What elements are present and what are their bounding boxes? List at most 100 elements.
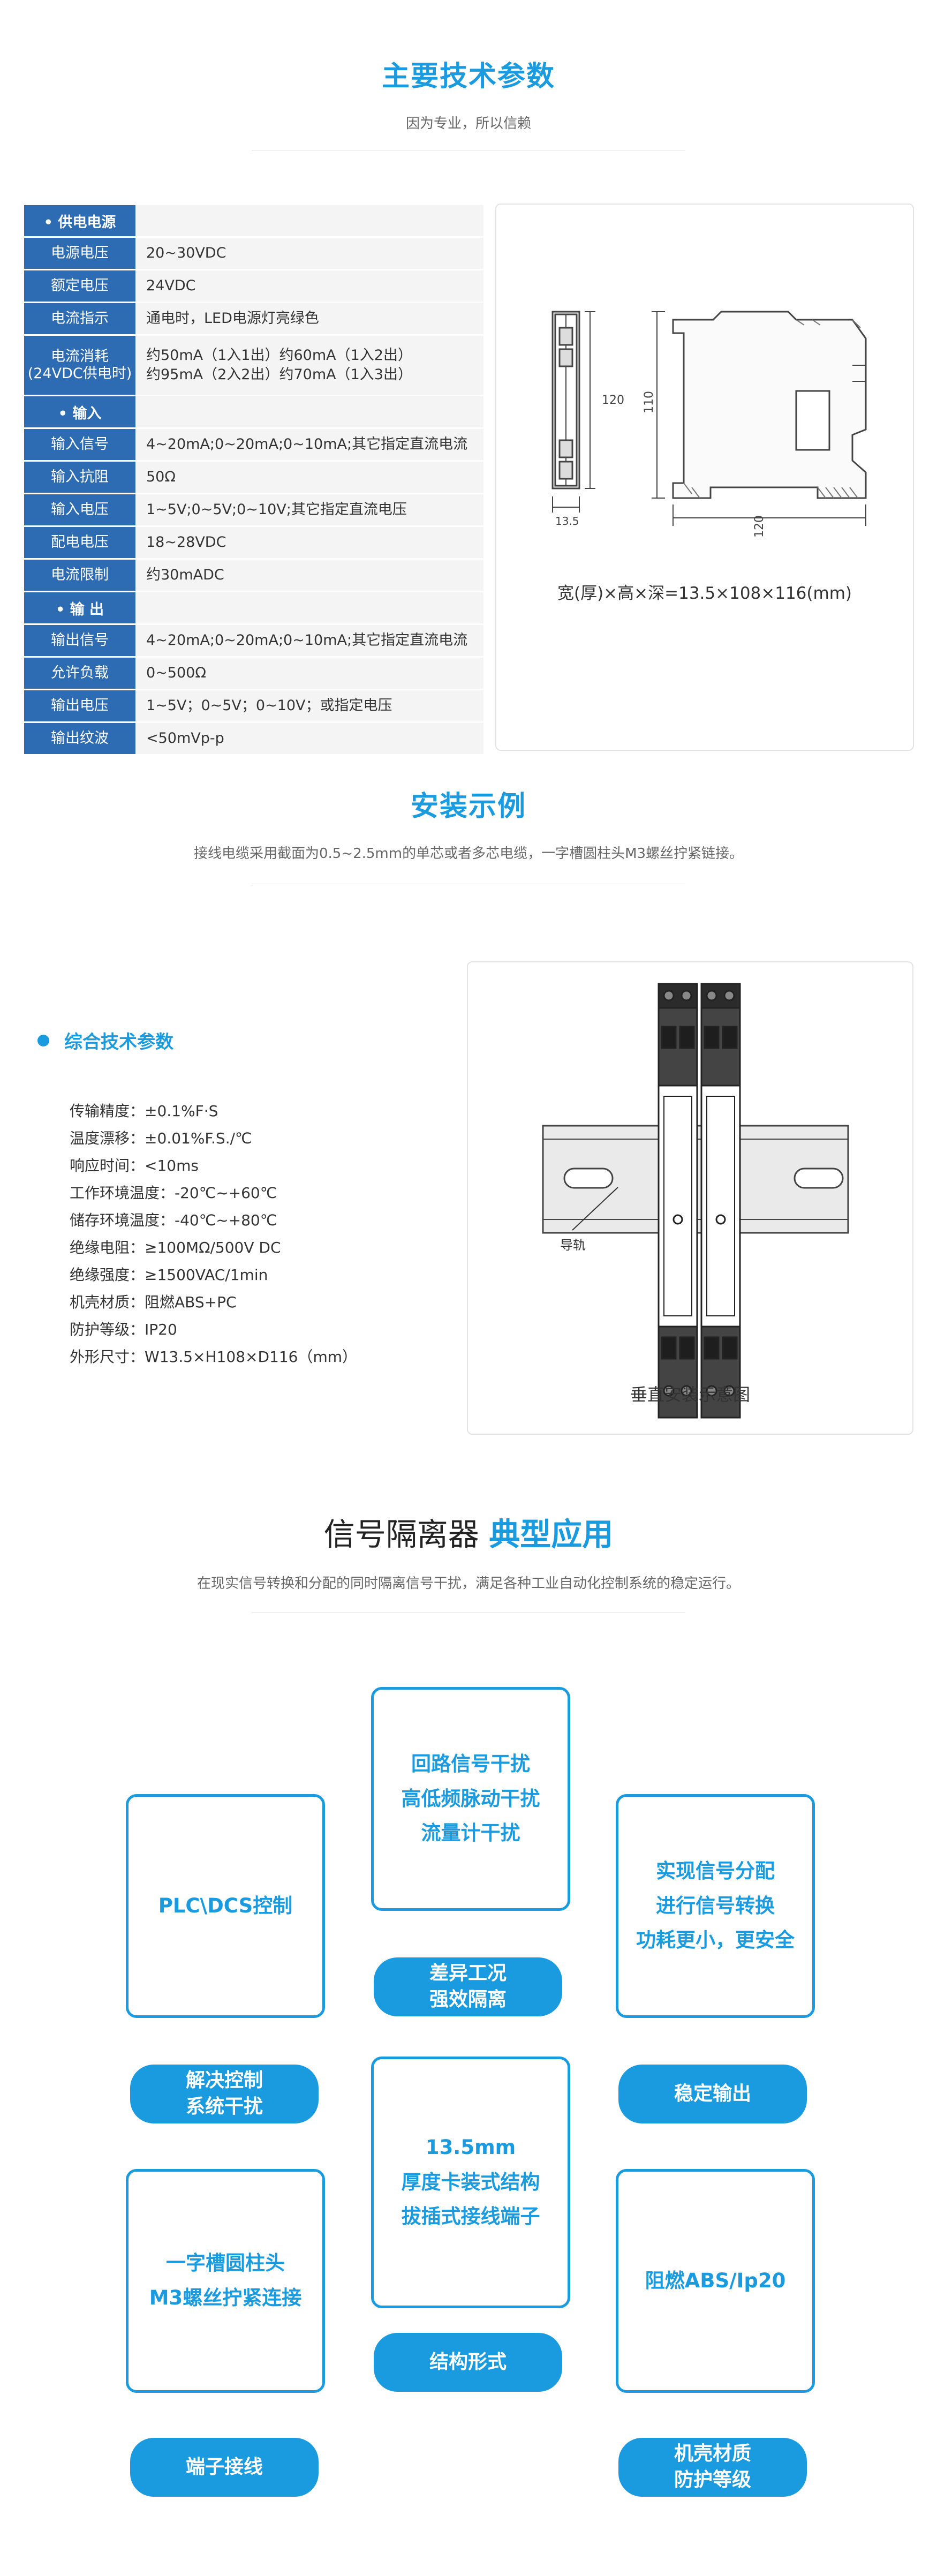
spec-row: 输出纹波<50mVp-p [24, 723, 485, 754]
general-spec-key: 外形尺寸： [70, 1348, 145, 1366]
spec-label: 输入电压 [24, 494, 135, 525]
general-spec-row: 外形尺寸：W13.5×H108×D116（mm） [70, 1345, 357, 1367]
general-spec-key: 绝缘强度： [70, 1266, 145, 1284]
general-spec-value: -40℃~+80℃ [175, 1211, 277, 1229]
general-spec-row: 绝缘强度：≥1500VAC/1min [70, 1263, 268, 1285]
rail-label: 导轨 [560, 1238, 586, 1253]
general-spec-row: 温度漂移：±0.01%F.S./℃ [70, 1127, 252, 1148]
general-spec-row: 储存环境温度：-40℃~+80℃ [70, 1209, 277, 1230]
app-box-material-line: 阻燃ABS/Ip20 [645, 2269, 786, 2292]
app-pill-isolation-line: 强效隔离 [429, 1989, 507, 2010]
spec-label: 电源电压 [24, 238, 135, 269]
spec-value: 通电时，LED电源灯亮绿色 [135, 303, 483, 334]
spec-value: 4~20mA;0~20mA;0~10mA;其它指定直流电流 [135, 429, 483, 460]
app-box-interference: 回路信号干扰高低频脉动干扰流量计干扰 [371, 1687, 570, 1911]
app-pill-form-line: 结构形式 [429, 2351, 507, 2373]
general-spec-row: 传输精度：±0.1%F·S [70, 1099, 218, 1121]
isolator-module [700, 983, 741, 1419]
general-spec-value: IP20 [145, 1321, 177, 1338]
spec-label: 输出电压 [24, 690, 135, 721]
general-spec-key: 机壳材质： [70, 1293, 145, 1311]
divider [252, 1612, 685, 1613]
dimension-drawing-panel: 120 13.5 110 120 宽(厚)×高×深=13.5×108×116 [495, 204, 914, 751]
dim-front-width: 120 [753, 515, 766, 538]
spec-label: 允许负载 [24, 658, 135, 689]
dim-front-height: 110 [643, 391, 656, 413]
front-hatch [683, 319, 861, 499]
app-pill-housing-line: 机壳材质 [674, 2443, 751, 2465]
spec-value: 4~20mA;0~20mA;0~10mA;其它指定直流电流 [135, 625, 483, 656]
general-spec-value: <10ms [145, 1157, 199, 1174]
general-spec-value: W13.5×H108×D116（mm） [145, 1348, 358, 1366]
rail-leader-line [572, 1187, 618, 1231]
section-title-install: 安装示例 [410, 790, 526, 823]
app-pill-stable: 稳定输出 [618, 2065, 807, 2123]
app-box-terminal-line: 一字槽圆柱头 [166, 2251, 285, 2275]
section-subtitle-install: 接线电缆采用截面为0.5~2.5mm的单芯或者多芯电缆，一字槽圆柱头M3螺丝拧紧… [193, 846, 744, 862]
general-specs-heading: 综合技术参数 [64, 1031, 173, 1053]
spec-row: 电流消耗 (24VDC供电时)约50mA（1入1出）约60mA（1入2出） 约9… [24, 336, 485, 395]
general-spec-key: 储存环境温度： [70, 1211, 175, 1229]
install-caption: 垂直安装示意图 [630, 1384, 750, 1405]
front-view [652, 311, 867, 526]
section-title-applications: 信号隔离器 典型应用 [0, 1509, 937, 1554]
isolator-module [658, 983, 698, 1419]
spec-value: 0~500Ω [135, 658, 483, 689]
general-spec-row: 响应时间：<10ms [70, 1154, 199, 1176]
side-view [551, 311, 595, 513]
app-box-distribution-line: 进行信号转换 [656, 1894, 775, 1917]
app-box-terminal: 一字槽圆柱头 M3螺丝拧紧连接 [126, 2169, 325, 2393]
section-subtitle-specs: 因为专业，所以信赖 [405, 116, 531, 132]
spec-value: 约50mA（1入1出）约60mA（1入2出） 约95mA（2入2出）约70mA（… [135, 336, 483, 395]
general-spec-value: ±0.1%F·S [145, 1102, 218, 1120]
app-box-terminal-line: M3螺丝拧紧连接 [149, 2286, 302, 2309]
app-pill-housing: 机壳材质防护等级 [618, 2438, 807, 2497]
app-pill-wiring-line: 端子接线 [185, 2456, 263, 2478]
spec-row: 电流限制约30mADC [24, 560, 485, 591]
spec-label: 电流指示 [24, 303, 135, 334]
general-spec-key: 温度漂移： [70, 1129, 145, 1147]
spec-label: 输入抗阻 [24, 462, 135, 493]
app-box-structure-line: 13.5mm [425, 2135, 516, 2159]
spec-row: 电流指示通电时，LED电源灯亮绿色 [24, 303, 485, 334]
spec-group-heading-fill [135, 205, 483, 236]
app-pill-form: 结构形式 [374, 2333, 562, 2392]
spec-label: 输出信号 [24, 625, 135, 656]
app-box-interference-line: 高低频脉动干扰 [401, 1787, 540, 1810]
title-accent: 典型应用 [489, 1516, 614, 1553]
spec-label: 电流消耗 (24VDC供电时) [24, 336, 135, 395]
app-box-structure-line: 拔插式接线端子 [401, 2205, 540, 2228]
general-spec-value: -20℃~+60℃ [175, 1184, 277, 1202]
spec-label: 输入信号 [24, 429, 135, 460]
spec-value: 18~28VDC [135, 527, 483, 558]
app-box-distribution-line: 功耗更小，更安全 [636, 1929, 795, 1952]
general-spec-key: 响应时间： [70, 1157, 145, 1174]
spec-value: 20~30VDC [135, 238, 483, 269]
general-spec-row: 机壳材质：阻燃ABS+PC [70, 1291, 237, 1312]
install-diagram-panel: 导轨 垂直安装示意图 [467, 961, 913, 1435]
spec-value: 约30mADC [135, 560, 483, 591]
app-pill-control-line: 系统干扰 [185, 2096, 263, 2118]
app-pill-isolation-line: 差异工况 [429, 1962, 507, 1985]
app-box-distribution: 实现信号分配进行信号转换功耗更小，更安全 [616, 1794, 815, 2018]
title-plain: 信号隔离器 [323, 1516, 489, 1553]
spec-group-heading-fill [135, 396, 483, 427]
general-spec-key: 工作环境温度： [70, 1184, 175, 1202]
general-spec-value: ±0.01%F.S./℃ [145, 1129, 252, 1147]
spec-value: 1~5V;0~5V;0~10V;其它指定直流电压 [135, 494, 483, 525]
general-spec-row: 绝缘电阻：≥100MΩ/500V DC [70, 1236, 281, 1257]
app-box-structure-line: 厚度卡装式结构 [401, 2170, 540, 2194]
spec-group-heading: • 输 出 [24, 592, 135, 623]
dimension-drawing: 120 13.5 110 120 [551, 311, 867, 538]
app-pill-isolation: 差异工况强效隔离 [374, 1957, 562, 2016]
app-box-distribution-line: 实现信号分配 [656, 1859, 775, 1882]
app-pill-housing-line: 防护等级 [674, 2469, 751, 2491]
app-box-structure: 13.5mm 厚度卡装式结构拔插式接线端子 [371, 2057, 570, 2308]
general-spec-key: 传输精度： [70, 1102, 145, 1120]
